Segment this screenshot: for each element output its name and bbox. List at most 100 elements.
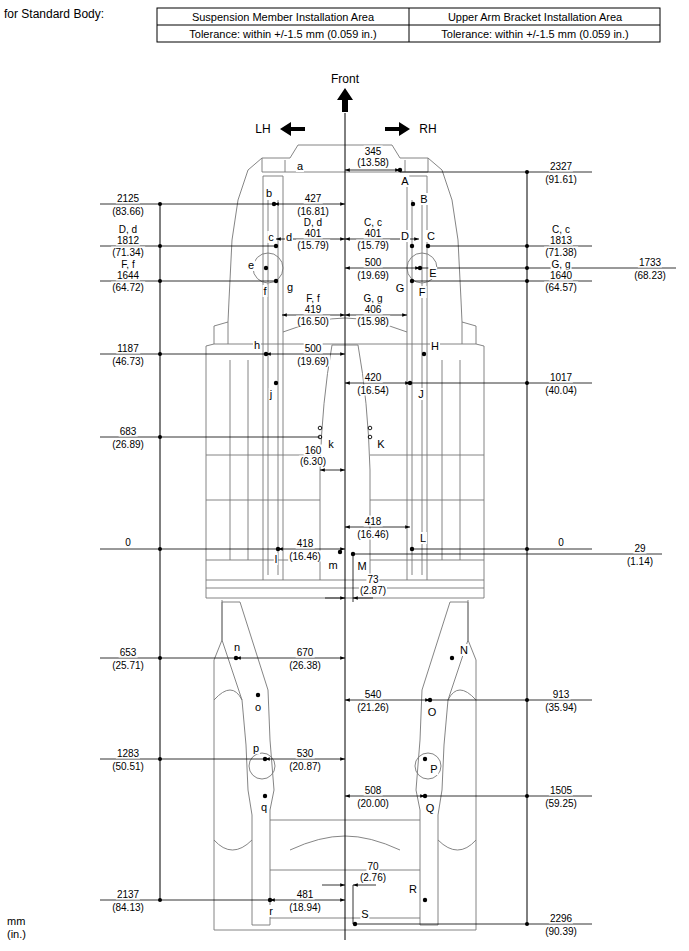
dimension-value: 530 xyxy=(296,747,315,758)
dimension-value: (15.79) xyxy=(356,240,390,251)
dimension-value: (46.73) xyxy=(111,355,145,366)
point-letter: q xyxy=(260,801,268,813)
dimension-value: F, f xyxy=(305,293,320,304)
dimension-value: (16.46) xyxy=(356,528,390,539)
reference-dots xyxy=(158,170,529,926)
dimension-value: (90.39) xyxy=(544,925,578,936)
measuring-points xyxy=(234,168,454,926)
hole-points xyxy=(318,426,372,439)
dimension-value: 1813 xyxy=(549,235,573,246)
point-letter: e xyxy=(247,259,255,271)
point-letter: B xyxy=(419,193,428,205)
dimension-value: 401 xyxy=(304,228,323,239)
point-letter: b xyxy=(265,187,273,199)
point-letter: d xyxy=(285,231,293,243)
dimension-value: (16.50) xyxy=(296,316,330,327)
dimension-value: (68.23) xyxy=(633,269,667,280)
dimension-value: 1017 xyxy=(549,371,573,382)
point-letter: c xyxy=(267,231,275,243)
dimension-value: (71.34) xyxy=(111,247,145,258)
dimension-value: (18.94) xyxy=(288,901,322,912)
point-letter: f xyxy=(262,285,267,297)
point-letter: K xyxy=(376,438,385,450)
direction-label: Front xyxy=(331,73,359,86)
dimension-value: (59.25) xyxy=(544,797,578,808)
dimension-value: (50.51) xyxy=(111,760,145,771)
dimension-value: 683 xyxy=(119,425,138,436)
tolerance-table xyxy=(157,8,660,42)
dimension-value: 406 xyxy=(364,304,383,315)
dimension-value: 1283 xyxy=(116,747,140,758)
point-letter: O xyxy=(427,706,438,718)
dimension-value: 1187 xyxy=(116,342,140,353)
tolerance-table-cell: Tolerance: within +/-1.5 mm (0.059 in.) xyxy=(189,28,376,40)
dimension-value: 345 xyxy=(364,146,383,157)
point-letter: J xyxy=(417,388,425,400)
dimension-value: (16.46) xyxy=(288,550,322,561)
dimension-value: (19.69) xyxy=(296,355,330,366)
dimension-value: 160 xyxy=(304,445,323,456)
dimension-value: (91.61) xyxy=(544,173,578,184)
dimension-value: (35.94) xyxy=(544,701,578,712)
dimension-value: (6.30) xyxy=(299,456,327,467)
narrow-dimensions xyxy=(322,598,376,885)
point-letter: F xyxy=(418,286,427,298)
dimension-value: 427 xyxy=(304,192,323,203)
dimension-value: (20.87) xyxy=(288,760,322,771)
dimension-value: (26.38) xyxy=(288,659,322,670)
dimension-value: (19.69) xyxy=(356,269,390,280)
dimension-value: 1733 xyxy=(638,256,662,267)
dimension-value: (21.26) xyxy=(356,701,390,712)
point-letter: L xyxy=(419,532,427,544)
point-letter: j xyxy=(269,388,273,400)
dimension-value: 481 xyxy=(296,888,315,899)
point-letter: o xyxy=(254,701,262,713)
dimension-value: (40.04) xyxy=(544,384,578,395)
dimension-value: 2327 xyxy=(549,160,573,171)
point-letter: M xyxy=(356,560,367,572)
dimension-value: 1640 xyxy=(549,270,573,281)
body-variant-caption: for Standard Body: xyxy=(4,8,104,21)
dimension-value: 73 xyxy=(366,574,379,585)
point-letter: r xyxy=(268,905,274,917)
dimension-value: 2296 xyxy=(549,912,573,923)
dimension-value: (15.79) xyxy=(296,240,330,251)
dimension-value: (16.54) xyxy=(356,384,390,395)
point-letter: g xyxy=(286,281,294,293)
dimension-value: 1644 xyxy=(116,270,140,281)
width-dimensions xyxy=(236,170,430,900)
dimension-value: (13.58) xyxy=(356,157,390,168)
point-letter: H xyxy=(430,340,440,352)
tolerance-table-cell: Tolerance: within +/-1.5 mm (0.059 in.) xyxy=(441,28,628,40)
dimension-value: 913 xyxy=(552,688,571,699)
point-letter: Q xyxy=(425,802,436,814)
point-letter: l xyxy=(274,553,278,565)
dimension-value: (64.57) xyxy=(544,282,578,293)
dimension-value: 670 xyxy=(296,646,315,657)
dimension-value: (26.89) xyxy=(111,438,145,449)
point-letter: N xyxy=(459,644,469,656)
dimension-value: 1812 xyxy=(116,235,140,246)
point-letter: m xyxy=(327,559,338,571)
point-letter: S xyxy=(360,908,369,920)
dimension-value: 29 xyxy=(633,542,646,553)
direction-label: RH xyxy=(419,123,436,136)
point-letter: R xyxy=(408,883,418,895)
dimension-value: (25.71) xyxy=(111,659,145,670)
dimension-value: 0 xyxy=(557,537,565,548)
point-letter: n xyxy=(233,641,241,653)
dimension-value: G, g xyxy=(363,293,384,304)
reference-lines xyxy=(160,113,527,940)
point-letter: P xyxy=(429,763,438,775)
point-letter: D xyxy=(400,230,410,242)
dimension-value: 1505 xyxy=(549,784,573,795)
dimension-value: (2.87) xyxy=(359,585,387,596)
dimension-value: (71.38) xyxy=(544,247,578,258)
tolerance-table-cell: Upper Arm Bracket Installation Area xyxy=(448,11,622,23)
dimension-value: 401 xyxy=(364,228,383,239)
dimension-value: (64.72) xyxy=(111,282,145,293)
dimension-value: 500 xyxy=(304,342,323,353)
dimension-value: (20.00) xyxy=(356,797,390,808)
dimension-value: 0 xyxy=(124,537,132,548)
dimension-value: 653 xyxy=(119,646,138,657)
